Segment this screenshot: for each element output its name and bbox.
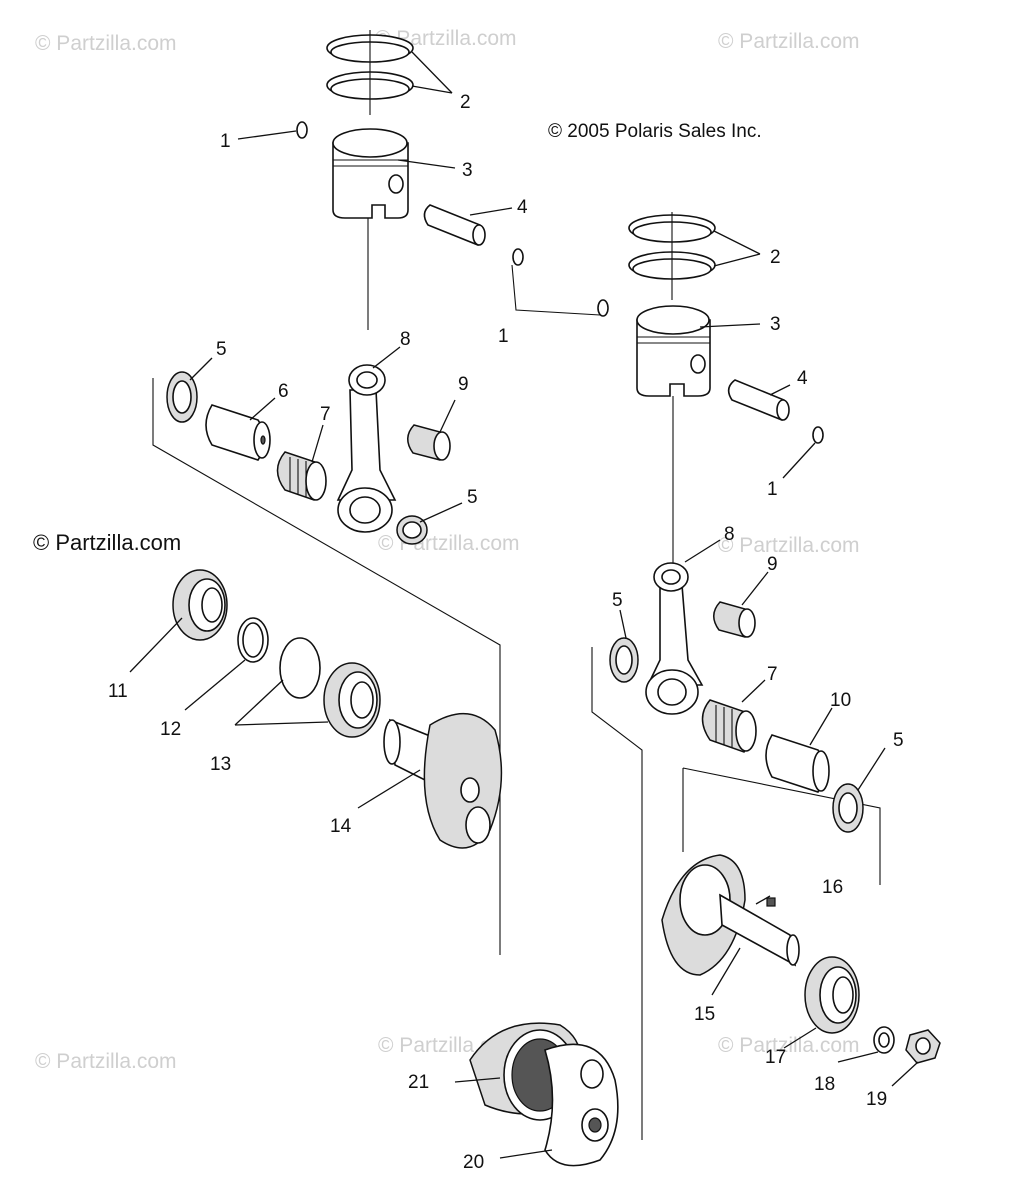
callout-18: 18 — [814, 1074, 835, 1095]
pto-crankshaft — [469, 1022, 619, 1167]
thrust-washer-right-b — [832, 783, 864, 833]
callout-1-c: 1 — [767, 479, 778, 500]
callout-2-a: 2 — [460, 92, 471, 113]
callout-9-a: 9 — [458, 374, 469, 395]
needle-bearing-left-small — [407, 424, 451, 461]
callout-15: 15 — [694, 1004, 715, 1025]
callout-3-b: 3 — [770, 314, 781, 335]
watermark-top-left: © Partzilla.com — [35, 32, 177, 55]
connecting-rod-right — [645, 562, 704, 715]
callout-4-a: 4 — [517, 197, 528, 218]
thrust-washer-left-a — [166, 371, 198, 423]
snap-ring-left — [237, 617, 269, 663]
callout-8-a: 8 — [400, 329, 411, 350]
callout-8-b: 8 — [724, 524, 735, 545]
callout-9-b: 9 — [767, 554, 778, 575]
woodruff-key — [766, 897, 776, 907]
wrist-pin-left — [423, 204, 486, 246]
crank-pin-right — [765, 734, 830, 793]
needle-bearing-right-big — [701, 699, 757, 753]
connecting-rod-left — [336, 364, 397, 533]
callout-7-a: 7 — [320, 404, 331, 425]
hex-nut-right — [905, 1029, 941, 1064]
callout-14: 14 — [330, 816, 352, 837]
circlip-right-top — [597, 299, 609, 317]
watermark-top-right: © Partzilla.com — [718, 30, 860, 53]
callout-17: 17 — [765, 1047, 786, 1068]
assembly-bracket-left — [152, 378, 501, 955]
callout-19: 19 — [866, 1089, 887, 1110]
circlip-right-pin — [812, 426, 824, 444]
piston-left — [332, 128, 409, 330]
callout-13: 13 — [210, 754, 231, 775]
watermark-prominent: © Partzilla.com — [33, 530, 181, 555]
leader-lines — [129, 51, 919, 1159]
piston-right — [636, 305, 711, 565]
callout-4-b: 4 — [797, 368, 808, 389]
wrist-pin-right — [727, 379, 790, 421]
assembly-bracket-right — [591, 647, 643, 1140]
callout-20: 20 — [463, 1152, 484, 1173]
thrust-washer-left-b — [396, 515, 428, 545]
main-bearing-right — [804, 956, 860, 1034]
callout-2-b: 2 — [770, 247, 781, 268]
crankshaft-half-right — [661, 854, 800, 976]
callout-6: 6 — [278, 381, 289, 402]
callout-5-c: 5 — [612, 590, 623, 611]
callout-1-a: 1 — [220, 131, 231, 152]
circlip-leader-line — [511, 264, 601, 316]
callout-5-b: 5 — [467, 487, 478, 508]
piston-rings-left — [326, 30, 414, 115]
circlip-left-top — [296, 121, 308, 139]
watermark-mid-right: © Partzilla.com — [718, 534, 860, 557]
circlip-left-pin — [512, 248, 524, 266]
callout-11: 11 — [108, 681, 128, 702]
callout-1-b: 1 — [498, 326, 509, 347]
main-bearing-left-outer — [172, 569, 228, 641]
callout-10: 10 — [830, 690, 851, 711]
callout-21: 21 — [408, 1072, 429, 1093]
callout-5-d: 5 — [893, 730, 904, 751]
needle-bearing-left-big — [276, 451, 327, 501]
callout-labels: 1 2 3 4 1 2 3 4 1 5 6 7 8 9 5 5 8 9 7 10… — [108, 92, 904, 1173]
bearing-ring-set-left — [279, 637, 381, 738]
callout-7-b: 7 — [767, 664, 778, 685]
needle-bearing-right-small — [713, 601, 756, 638]
copyright-notice: © 2005 Polaris Sales Inc. — [548, 121, 762, 142]
piston-rings-right — [628, 212, 716, 300]
callout-5-a: 5 — [216, 339, 227, 360]
thrust-washer-right-a — [609, 637, 639, 683]
callout-16: 16 — [822, 877, 843, 898]
callout-12: 12 — [160, 719, 181, 740]
callout-3-a: 3 — [462, 160, 473, 181]
assembly-bracket-right-lower — [682, 767, 881, 885]
crankshaft-half-left — [383, 712, 503, 849]
lock-washer-right — [873, 1026, 895, 1054]
watermark-bottom-left: © Partzilla.com — [35, 1050, 177, 1073]
crank-pin-left — [205, 404, 271, 461]
